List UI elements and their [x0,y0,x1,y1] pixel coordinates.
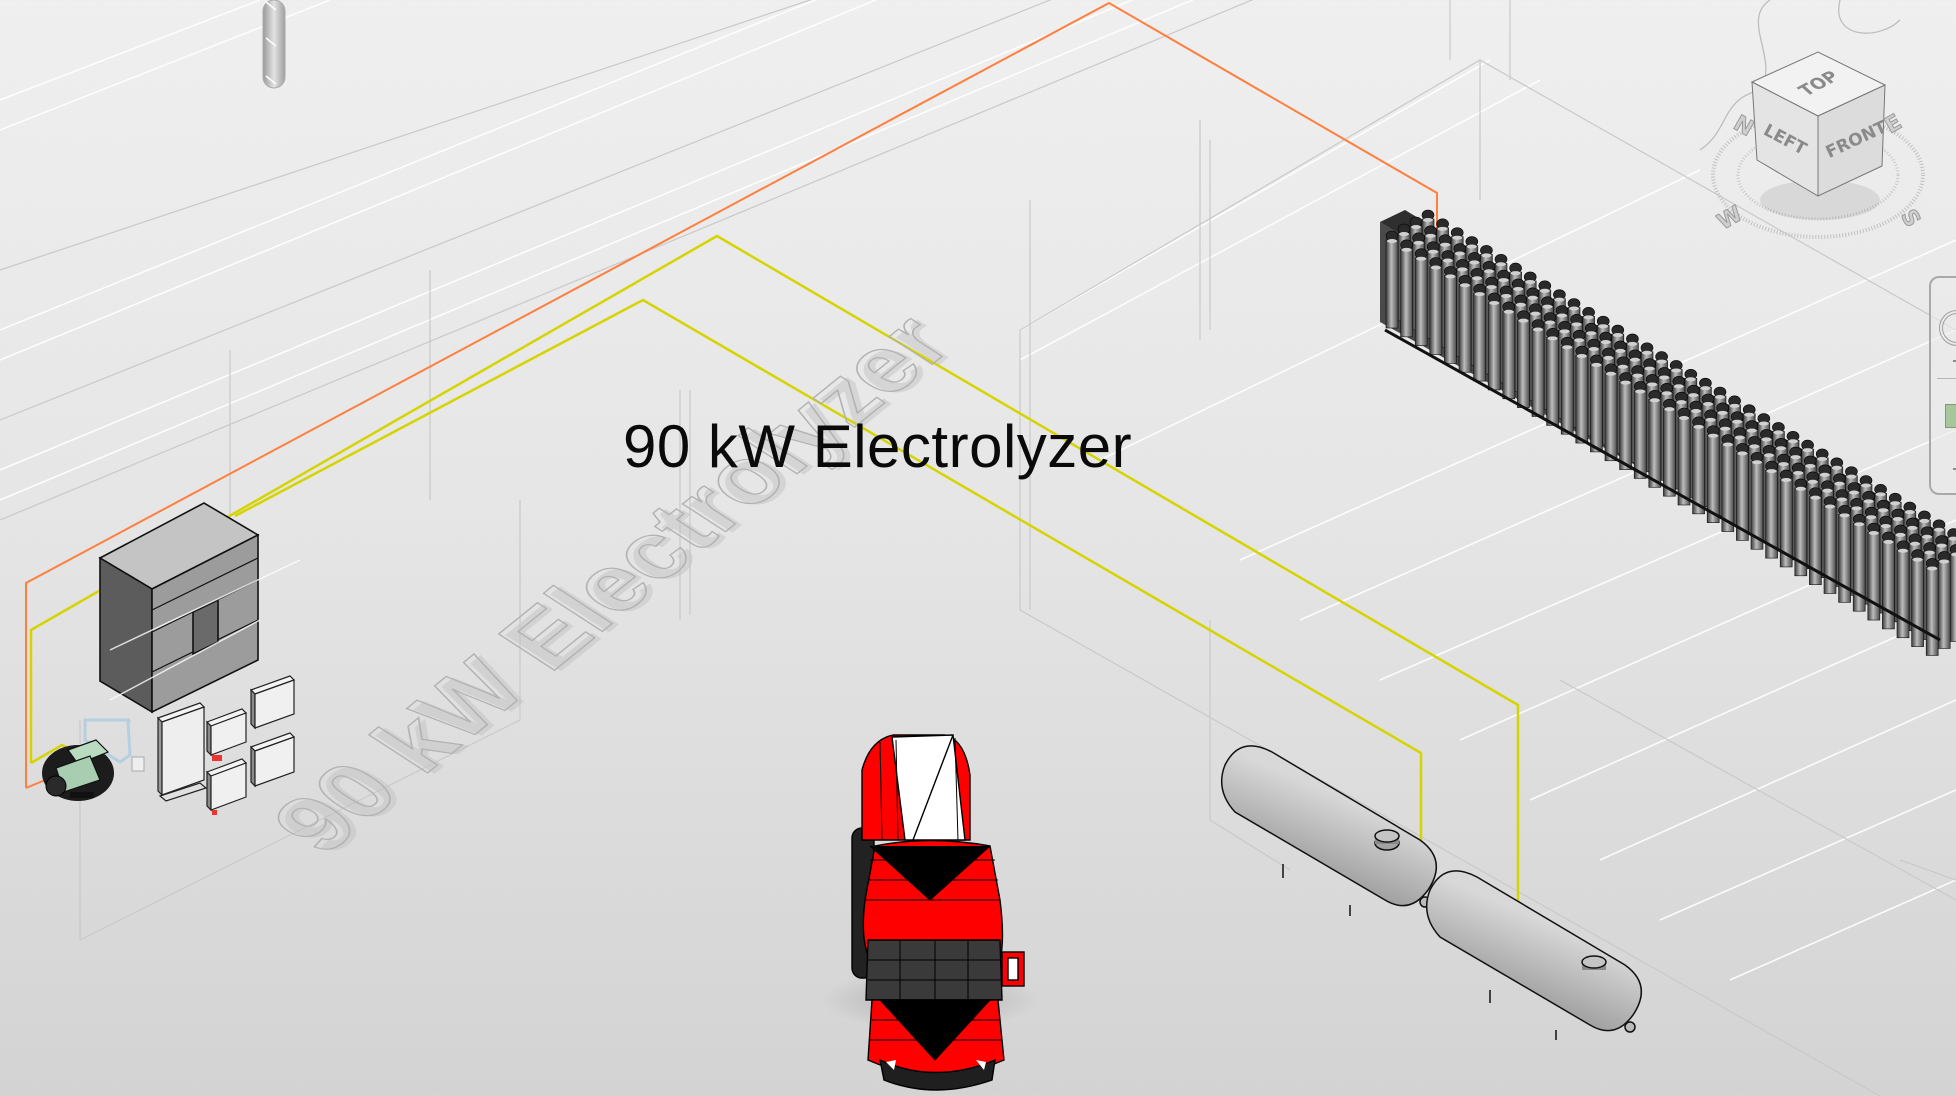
vent-stack [262,0,286,89]
small-fitting [131,756,145,772]
storage-tank-1 [1220,745,1437,916]
storage-tanks [1220,745,1642,1040]
electrolyzer-cabinet [98,502,301,714]
panel-large [156,702,208,802]
nav-separator [1937,378,1956,379]
viewcube-graphic [1711,51,1925,239]
panel-2 [205,708,248,757]
panel-5 [205,758,248,812]
nav-dropdown-tick [1953,468,1956,470]
hydrogen-cylinder-bank[interactable] [1380,209,1956,656]
process-line [83,718,132,764]
fuel-cell-truck [820,734,1040,1091]
steering-wheel-icon[interactable] [1939,310,1956,346]
panel-4 [249,732,296,788]
compressor [42,739,114,801]
panel-3 [249,675,296,730]
pipe-yellow-2 [234,298,1423,860]
storage-tank-2 [1425,870,1642,1040]
pan-tool-icon[interactable] [1945,404,1956,428]
nav-dropdown-tick [1953,360,1956,362]
electrolyzer-label: 90 kW Electrolyzer [623,413,1133,480]
viewcube-front-face [1817,84,1886,197]
navigation-bar [1929,276,1956,495]
electrical-panels [156,675,296,815]
viewcube[interactable]: TOP LEFT FRONT N E S W [1690,30,1930,260]
